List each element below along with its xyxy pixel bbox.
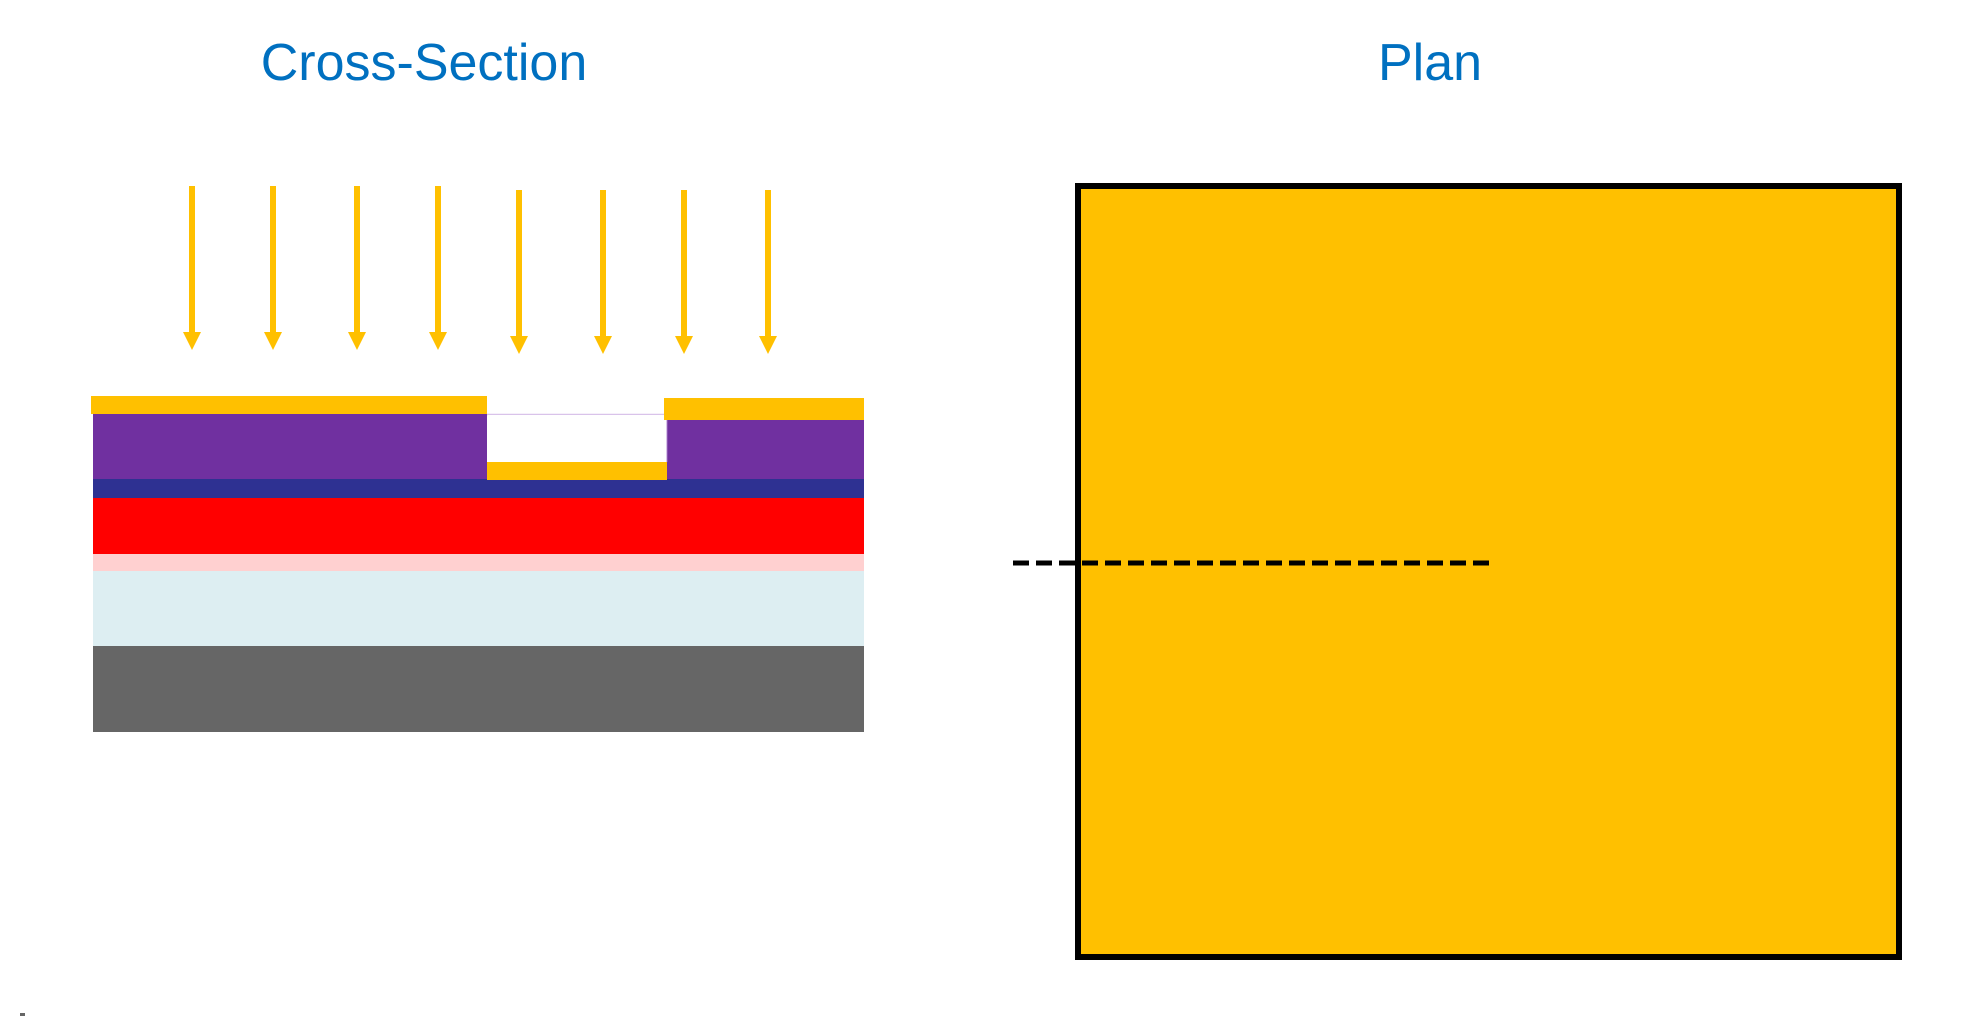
arrow-down-icon xyxy=(264,186,282,350)
gold-film-right xyxy=(664,398,864,420)
arrow-head xyxy=(675,336,693,354)
arrow-down-icon xyxy=(675,190,693,354)
plan-region xyxy=(1075,183,1902,960)
arrow-down-icon xyxy=(348,186,366,350)
arrow-shaft xyxy=(189,186,195,334)
pink-layer xyxy=(93,554,864,571)
gold-film-left xyxy=(91,396,487,414)
red-layer xyxy=(93,498,864,554)
arrow-down-icon xyxy=(759,190,777,354)
deposition-arrows xyxy=(183,186,777,354)
arrow-shaft xyxy=(516,190,522,338)
arrow-down-icon xyxy=(594,190,612,354)
gold-film-trench-bottom xyxy=(487,462,667,480)
gray-substrate xyxy=(93,646,864,732)
arrow-shaft xyxy=(354,186,360,334)
navy-layer xyxy=(93,479,864,498)
purple-layer-right xyxy=(667,420,864,479)
arrow-down-icon xyxy=(510,190,528,354)
arrow-shaft xyxy=(270,186,276,334)
arrow-shaft xyxy=(765,190,771,338)
arrow-shaft xyxy=(600,190,606,338)
arrow-shaft xyxy=(435,186,441,334)
arrow-head xyxy=(429,332,447,350)
arrow-head xyxy=(510,336,528,354)
arrow-head xyxy=(264,332,282,350)
light-blue-layer xyxy=(93,571,864,646)
arrow-down-icon xyxy=(183,186,201,350)
cross-section-stack xyxy=(91,396,864,732)
plan-title: Plan xyxy=(1377,34,1483,92)
arrow-head xyxy=(759,336,777,354)
arrow-head xyxy=(348,332,366,350)
arrow-head xyxy=(594,336,612,354)
purple-layer-left xyxy=(93,414,487,479)
arrow-down-icon xyxy=(429,186,447,350)
arrow-shaft xyxy=(681,190,687,338)
stray-mark xyxy=(20,1013,25,1016)
cross-section-title: Cross-Section xyxy=(260,34,588,92)
arrow-head xyxy=(183,332,201,350)
plan-view xyxy=(1013,183,1902,960)
trench-opening xyxy=(488,415,666,462)
